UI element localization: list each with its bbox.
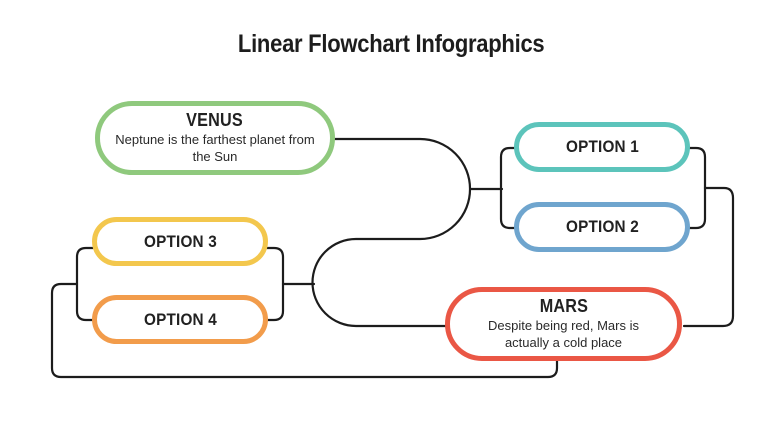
bracket-options34-left (75, 246, 96, 322)
node-mars: MARS Despite being red, Mars is actually… (445, 287, 682, 361)
bracket-options34-right (264, 246, 285, 322)
connector-options34-to-mars-bottom (50, 282, 559, 379)
node-option4: OPTION 4 (92, 295, 268, 344)
node-option3: OPTION 3 (92, 217, 268, 266)
page-title-text: Linear Flowchart Infographics (238, 30, 545, 58)
node-option3-title: OPTION 3 (143, 231, 217, 251)
node-venus-description: Neptune is the farthest planet from the … (115, 132, 315, 165)
node-option2-title: OPTION 2 (565, 217, 639, 237)
node-option1-title: OPTION 1 (565, 137, 639, 157)
connector-options12-to-mars-right (682, 186, 735, 328)
bracket-options12-left (499, 146, 518, 230)
node-option1: OPTION 1 (514, 122, 690, 172)
node-mars-title: MARS (539, 295, 588, 316)
node-venus: VENUS Neptune is the farthest planet fro… (95, 101, 335, 175)
node-option4-title: OPTION 4 (143, 309, 217, 329)
connector-venus-to-mars-s-curve (311, 137, 472, 328)
bracket-options12-right (686, 146, 707, 230)
node-mars-description: Despite being red, Mars is actually a co… (487, 318, 639, 351)
node-venus-title: VENUS (186, 109, 244, 130)
node-option2: OPTION 2 (514, 202, 690, 252)
page-title: Linear Flowchart Infographics (0, 30, 783, 59)
